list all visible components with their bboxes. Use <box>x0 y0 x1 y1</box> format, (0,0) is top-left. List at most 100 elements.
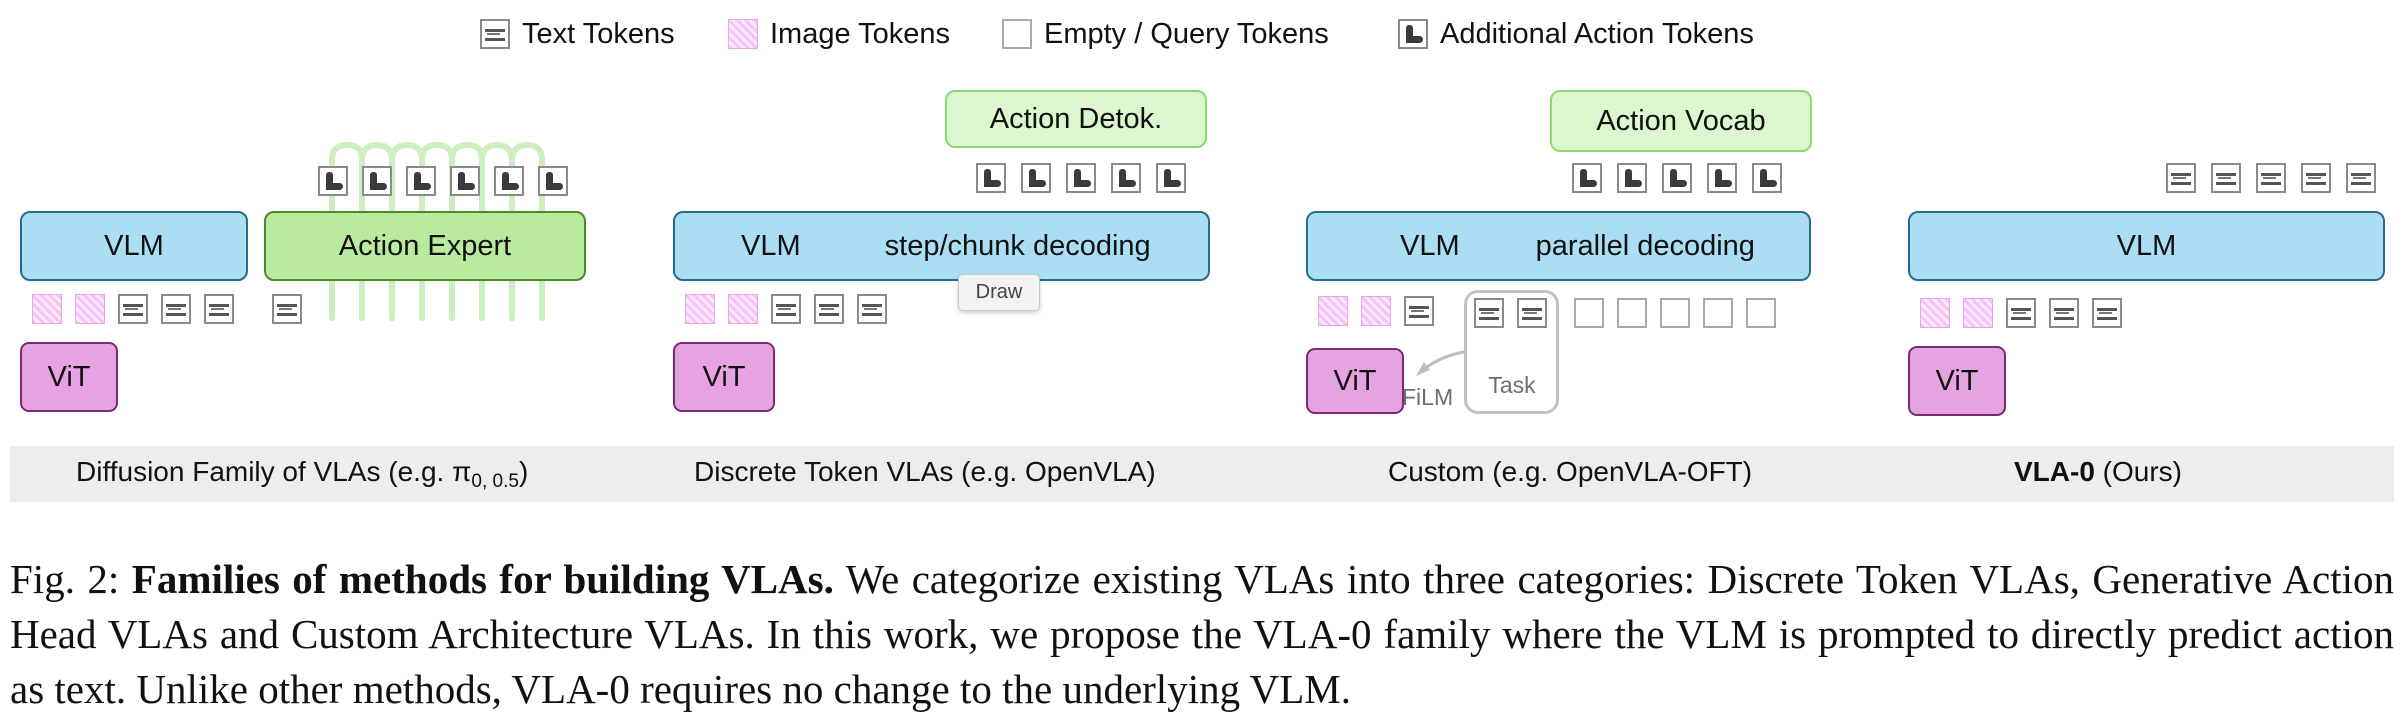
discrete-vlm-block: VLM step/chunk decoding <box>673 211 1210 281</box>
text-token-icon <box>1517 298 1547 328</box>
vit-label: ViT <box>1935 364 1979 397</box>
image-token-icon <box>685 294 715 324</box>
action-token-icon <box>494 166 524 196</box>
action-detok-block: Action Detok. <box>945 90 1207 148</box>
figure-caption: Fig. 2: Families of methods for building… <box>10 552 2394 717</box>
vlm-label: VLM <box>2116 229 2177 262</box>
label-main: Diffusion Family of VLAs (e.g. π <box>76 456 472 487</box>
tooltip-label: Draw <box>975 281 1023 303</box>
task-box <box>1464 290 1559 414</box>
action-token-icon <box>1662 163 1692 193</box>
diffusion-vit-block: ViT <box>20 342 118 412</box>
image-token-icon <box>1361 296 1391 326</box>
caption-title: Families of methods for building VLAs. <box>131 556 834 602</box>
legend-text-tokens: Text Tokens <box>480 14 675 54</box>
vla0-vlm-block: VLM <box>1908 211 2385 281</box>
text-token-icon <box>480 19 510 49</box>
legend-action-tokens: Additional Action Tokens <box>1398 14 1754 54</box>
action-token-icon <box>538 166 568 196</box>
text-token-icon <box>1474 298 1504 328</box>
vit-label: ViT <box>1333 364 1377 397</box>
text-token-icon <box>2211 163 2241 193</box>
action-token-icon <box>976 163 1006 193</box>
text-token-icon <box>2049 298 2079 328</box>
action-token-icon <box>1021 163 1051 193</box>
image-token-icon <box>1318 296 1348 326</box>
label-rest: (Ours) <box>2094 456 2183 487</box>
vlm-label: VLM <box>104 229 164 262</box>
discrete-action-tokens <box>976 163 1186 193</box>
vlm-label: VLM <box>1400 229 1460 262</box>
action-token-icon <box>1707 163 1737 193</box>
film-label: FiLM <box>1402 384 1454 410</box>
legend-label: Empty / Query Tokens <box>1044 17 1329 50</box>
action-token-icon <box>1572 163 1602 193</box>
custom-vit-block: ViT <box>1306 348 1404 414</box>
decoding-label: parallel decoding <box>1535 229 1755 262</box>
discrete-vit-block: ViT <box>673 342 775 412</box>
custom-action-tokens <box>1572 163 1782 193</box>
action-token-icon <box>1752 163 1782 193</box>
text-token-icon <box>1404 296 1434 326</box>
vlm-label: VLM <box>741 229 801 262</box>
empty-token-icon <box>1002 19 1032 49</box>
diffusion-panel-label: Diffusion Family of VLAs (e.g. π0, 0.5) <box>76 456 528 493</box>
vit-label: ViT <box>47 360 91 393</box>
decoding-label: step/chunk decoding <box>884 229 1151 262</box>
empty-token-icon <box>1703 298 1733 328</box>
empty-token-icon <box>1617 298 1647 328</box>
legend-image-tokens: Image Tokens <box>728 14 950 54</box>
legend-empty-tokens: Empty / Query Tokens <box>1002 14 1329 54</box>
empty-token-icon <box>1660 298 1690 328</box>
text-token-icon <box>2256 163 2286 193</box>
discrete-panel-label: Discrete Token VLAs (e.g. OpenVLA) <box>694 456 1156 487</box>
text-token-icon <box>272 294 302 324</box>
vla0-input-tokens <box>1920 298 2122 328</box>
label-subscript: 0, 0.5 <box>471 471 519 492</box>
custom-vlm-block: VLM parallel decoding <box>1306 211 1811 281</box>
text-token-icon <box>814 294 844 324</box>
discrete-input-tokens <box>685 294 887 324</box>
image-token-icon <box>1963 298 1993 328</box>
label-bold: VLA-0 <box>2014 456 2095 487</box>
action-vocab-block: Action Vocab <box>1550 90 1812 152</box>
text-token-icon <box>2346 163 2376 193</box>
diffusion-input-tokens <box>32 294 234 324</box>
diffusion-vlm-block: VLM <box>20 211 248 281</box>
empty-token-icon <box>1746 298 1776 328</box>
action-token-icon <box>1617 163 1647 193</box>
custom-panel-label: Custom (e.g. OpenVLA-OFT) <box>1388 456 1753 487</box>
vla0-vit-block: ViT <box>1908 346 2006 416</box>
text-token-icon <box>2166 163 2196 193</box>
action-token-icon <box>406 166 436 196</box>
vla0-panel-label: VLA-0 (Ours) <box>2014 456 2182 488</box>
text-token-icon <box>204 294 234 324</box>
action-expert-label: Action Expert <box>338 229 512 262</box>
action-expert-block: Action Expert <box>264 211 586 281</box>
image-token-icon <box>728 294 758 324</box>
image-token-icon <box>75 294 105 324</box>
caption-body: We categorize existing VLAs into three c… <box>10 556 2395 712</box>
text-token-icon <box>2092 298 2122 328</box>
draw-tooltip[interactable]: Draw <box>958 274 1040 311</box>
action-token-icon <box>1066 163 1096 193</box>
action-token-icon <box>1398 19 1428 49</box>
label-end: ) <box>518 456 529 487</box>
action-detok-label: Action Detok. <box>989 102 1163 135</box>
vit-label: ViT <box>702 360 746 393</box>
empty-token-icon <box>1574 298 1604 328</box>
query-tokens <box>1574 298 1776 328</box>
action-token-icon <box>362 166 392 196</box>
action-token-icon <box>318 166 348 196</box>
legend-label: Image Tokens <box>770 17 951 50</box>
label-band <box>10 446 2394 502</box>
diffusion-action-tokens <box>318 166 568 196</box>
task-label: Task <box>1488 372 1536 398</box>
text-token-icon <box>118 294 148 324</box>
text-token-icon <box>2301 163 2331 193</box>
action-vocab-label: Action Vocab <box>1596 104 1766 137</box>
legend-label: Additional Action Tokens <box>1440 17 1754 50</box>
custom-input-tokens <box>1318 296 1434 326</box>
caption-prefix: Fig. 2: <box>10 556 132 602</box>
text-token-icon <box>857 294 887 324</box>
